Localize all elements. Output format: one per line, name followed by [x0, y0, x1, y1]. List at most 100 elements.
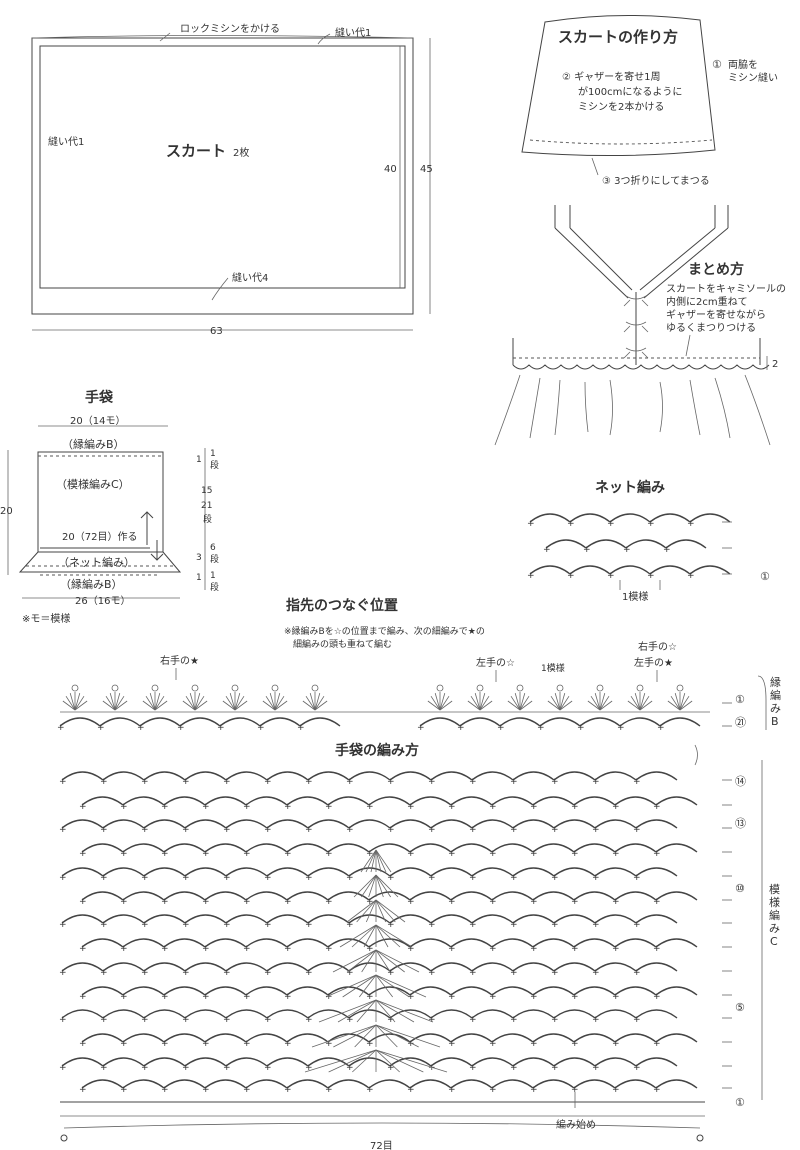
row-14: ⑭: [735, 775, 746, 788]
sc-mark: +: [141, 777, 149, 787]
sc-mark: +: [120, 1039, 128, 1049]
chart-arc: [204, 1033, 247, 1043]
chart-arc: [245, 938, 288, 948]
sc-mark: +: [567, 571, 575, 581]
chart-arc: [122, 891, 165, 901]
sc-mark: +: [120, 1085, 128, 1095]
chart-arc: [286, 986, 329, 996]
sc-mark: +: [657, 723, 665, 733]
sc-mark: +: [448, 1039, 456, 1049]
sc-mark: +: [387, 920, 395, 930]
center-fan-stitch: [375, 849, 387, 873]
chart-arc: [594, 1057, 637, 1067]
sc-mark: +: [647, 571, 655, 581]
chart-arc: [409, 891, 452, 901]
chart-arc: [635, 867, 678, 877]
fan-stitch: [510, 695, 521, 711]
center-fan-stitch: [318, 999, 377, 1023]
sc-mark: +: [448, 944, 456, 954]
sc-mark: +: [141, 1015, 149, 1025]
chart-arc: [573, 938, 616, 948]
sc-mark: +: [530, 1039, 538, 1049]
sc-mark: +: [489, 992, 497, 1002]
sc-mark: +: [489, 849, 497, 859]
chart-arc: [471, 1009, 514, 1019]
sc-mark: +: [141, 1063, 149, 1073]
sc-mark: +: [182, 873, 190, 883]
chart-arc: [532, 891, 575, 901]
sc-mark: +: [100, 920, 108, 930]
edge-arc: [659, 717, 701, 727]
left-star-filled: 左手の★: [634, 656, 673, 669]
chart-arc: [471, 867, 514, 877]
chart-arc: [122, 843, 165, 853]
edge-b-label-2: 編: [770, 688, 781, 702]
center-fan-stitch: [356, 999, 377, 1023]
sc-mark: +: [161, 802, 169, 812]
sc-mark: +: [612, 802, 620, 812]
edge-arc: [459, 717, 501, 727]
chart-arc: [655, 843, 698, 853]
chart-arc: [409, 938, 452, 948]
fan-stitch: [559, 700, 573, 711]
sc-mark: +: [612, 1039, 620, 1049]
center-fan-stitch: [375, 1024, 398, 1048]
chart-arc: [348, 962, 391, 972]
center-fan-stitch: [375, 874, 391, 898]
skirt-count: 2枚: [233, 146, 249, 159]
chart-arc: [389, 867, 432, 877]
net-arc: [545, 539, 587, 549]
chart-arc: [102, 819, 145, 829]
net-arc: [569, 513, 611, 523]
chart-arc: [450, 1079, 493, 1089]
center-fan-stitch: [361, 874, 377, 898]
step2-line2: が100cmになるように: [578, 85, 682, 98]
center-fan-stitch: [375, 949, 405, 973]
sc-mark: +: [571, 897, 579, 907]
sc-mark: +: [612, 944, 620, 954]
chart-arc: [163, 986, 206, 996]
chart-arc: [81, 843, 124, 853]
skirt-title: スカート: [166, 142, 226, 160]
sc-mark: +: [284, 897, 292, 907]
chart-arc: [532, 843, 575, 853]
sc-mark: +: [79, 992, 87, 1002]
dim-40: 40: [384, 164, 397, 175]
sc-mark: +: [407, 802, 415, 812]
chart-arc: [512, 914, 555, 924]
chart-arc: [204, 843, 247, 853]
sc-mark: +: [366, 849, 374, 859]
glove-schematic: 手袋 20（14モ） （縁編みB） （模様編みC） 20（72目）作る （ネット…: [0, 389, 219, 625]
center-fan-stitch: [346, 899, 377, 923]
picot: [71, 684, 79, 692]
sc-mark: +: [346, 1063, 354, 1073]
chart-arc: [225, 962, 268, 972]
chart-arc: [450, 843, 493, 853]
chart-arc: [266, 914, 309, 924]
net-title: ネット編み: [595, 479, 665, 496]
chart-arc: [389, 1009, 432, 1019]
sc-mark: +: [141, 825, 149, 835]
sc-mark: +: [325, 1085, 333, 1095]
chart-arc: [163, 796, 206, 806]
r15-c: 段: [203, 513, 212, 525]
net-row-label: ①: [760, 570, 770, 583]
fan-stitch: [109, 692, 116, 711]
chart-arc: [614, 938, 657, 948]
fan-stitch: [467, 700, 481, 711]
sc-mark: +: [305, 777, 313, 787]
chart-arc: [327, 938, 370, 948]
center-fan-stitch: [375, 924, 413, 948]
sc-mark: +: [489, 1085, 497, 1095]
sc-mark: +: [551, 1063, 559, 1073]
center-fan-stitch: [337, 999, 377, 1023]
sc-mark: +: [469, 825, 477, 835]
sc-mark: +: [366, 802, 374, 812]
chart-arc: [163, 843, 206, 853]
chart-arc: [553, 819, 596, 829]
sc-mark: +: [510, 1063, 518, 1073]
sc-mark: +: [141, 968, 149, 978]
finger-note-2: 細編みの頭も重ねて編む: [293, 638, 392, 650]
sc-mark: +: [592, 968, 600, 978]
chart-arc: [143, 819, 186, 829]
